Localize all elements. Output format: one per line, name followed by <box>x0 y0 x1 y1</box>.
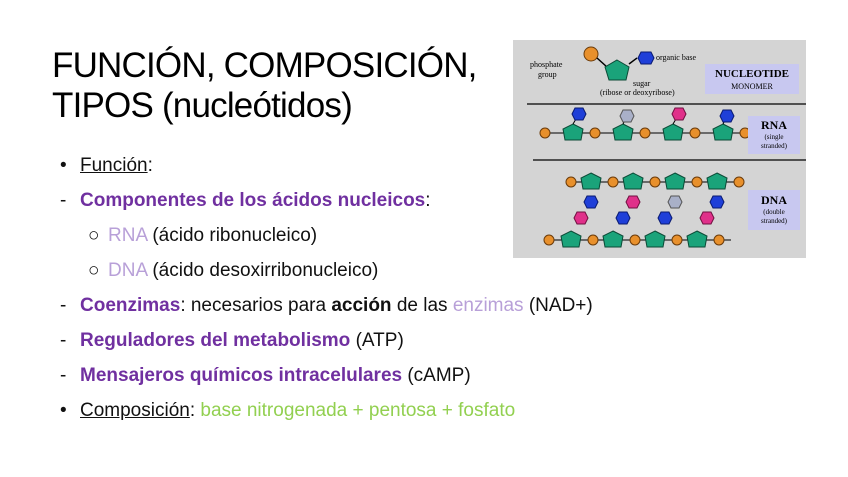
reguladores-text: (ATP) <box>350 330 404 351</box>
title-line-1: FUNCIÓN, COMPOSICIÓN, <box>52 46 477 85</box>
dna-label-box <box>748 190 800 230</box>
funcion-colon: : <box>147 155 153 176</box>
nucleotide-diagram-svg: phosphate group organic base sugar (ribo… <box>527 46 806 248</box>
phosphate-circle <box>583 46 599 62</box>
circle-marker: ○ <box>88 225 100 246</box>
reguladores-label: Reguladores del metabolismo <box>80 330 351 351</box>
dna-abbr: DNA <box>108 260 148 281</box>
dna-note-2: stranded) <box>761 217 788 225</box>
dash-marker: - <box>60 330 67 351</box>
dna-title: DNA <box>761 193 787 207</box>
mensajeros-text: (cAMP) <box>402 365 471 386</box>
dash-marker: - <box>60 190 67 211</box>
rna-text: (ácido ribonucleico) <box>147 225 318 246</box>
organic-base-label: organic base <box>656 53 697 62</box>
dna-note-1: (double <box>763 208 784 216</box>
bullet-componentes: -Componentes de los ácidos nucleicos: <box>60 183 593 218</box>
rna-title: RNA <box>761 118 787 132</box>
composicion-formula: base nitrogenada + pentosa + fosfato <box>200 400 516 421</box>
rna-note-2: stranded) <box>761 142 788 150</box>
bullet-mensajeros: -Mensajeros químicos intracelulares (cAM… <box>60 358 593 393</box>
bullet-reguladores: -Reguladores del metabolismo (ATP) <box>60 323 593 358</box>
bullet-funcion: • Función: <box>60 148 593 183</box>
nucleotide-title: NUCLEOTIDE <box>715 68 789 80</box>
rna-abbr: RNA <box>108 225 148 246</box>
group-label: group <box>538 70 557 79</box>
bullet-list: •Función: -Componentes de los ácidos nuc… <box>60 148 593 428</box>
bullet-marker: • <box>60 400 67 421</box>
funcion-label: Función <box>80 155 148 176</box>
sugar-note: (ribose or deoxyribose) <box>600 88 675 97</box>
coenzimas-text-2: de las <box>391 295 453 316</box>
sugar-pentagon <box>604 59 630 81</box>
circle-marker: ○ <box>88 260 100 281</box>
sugar-label: sugar <box>633 79 651 88</box>
coenzimas-bold: acción <box>331 295 392 316</box>
sub-bullet-dna: ○ DNA (ácido desoxirribonucleico) <box>60 253 593 288</box>
bullet-composicion: • Composición: base nitrogenada + pentosa… <box>60 393 593 428</box>
monomer-subtitle: MONOMER <box>731 82 773 91</box>
enzimas-link: enzimas <box>452 295 524 316</box>
bullet-marker: • <box>60 155 67 176</box>
rna-note-1: (single <box>764 133 783 141</box>
componentes-colon: : <box>425 190 431 211</box>
composicion-label: Composición <box>80 400 190 421</box>
phosphate-label: phosphate <box>530 60 563 69</box>
title-line-2: TIPOS (nucleótidos) <box>52 86 353 125</box>
slide-title: FUNCIÓN, COMPOSICIÓN, TIPOS (nucleótidos… <box>52 46 477 126</box>
organic-base-hexagon <box>637 51 655 65</box>
coenzimas-text-3: (NAD+) <box>523 295 593 316</box>
rna-strand <box>539 107 783 141</box>
dash-marker: - <box>60 365 67 386</box>
nucleotide-label-box <box>705 64 799 94</box>
nucleotide-diagram: phosphate group organic base sugar (ribo… <box>513 40 806 258</box>
mensajeros-label: Mensajeros químicos intracelulares <box>80 365 403 386</box>
coenzimas-text-1: : necesarios para <box>180 295 332 316</box>
componentes-label: Componentes de los ácidos nucleicos <box>80 190 426 211</box>
rna-label-box <box>748 116 800 154</box>
dna-text: (ácido desoxirribonucleico) <box>147 260 379 281</box>
dash-marker: - <box>60 295 67 316</box>
composicion-sep: : <box>189 400 201 421</box>
dna-double-helix <box>543 172 745 248</box>
bullet-coenzimas: -Coenzimas: necesarios para acción de la… <box>60 288 593 323</box>
sub-bullet-rna: ○ RNA (ácido ribonucleico) <box>60 218 593 253</box>
coenzimas-label: Coenzimas <box>80 295 181 316</box>
